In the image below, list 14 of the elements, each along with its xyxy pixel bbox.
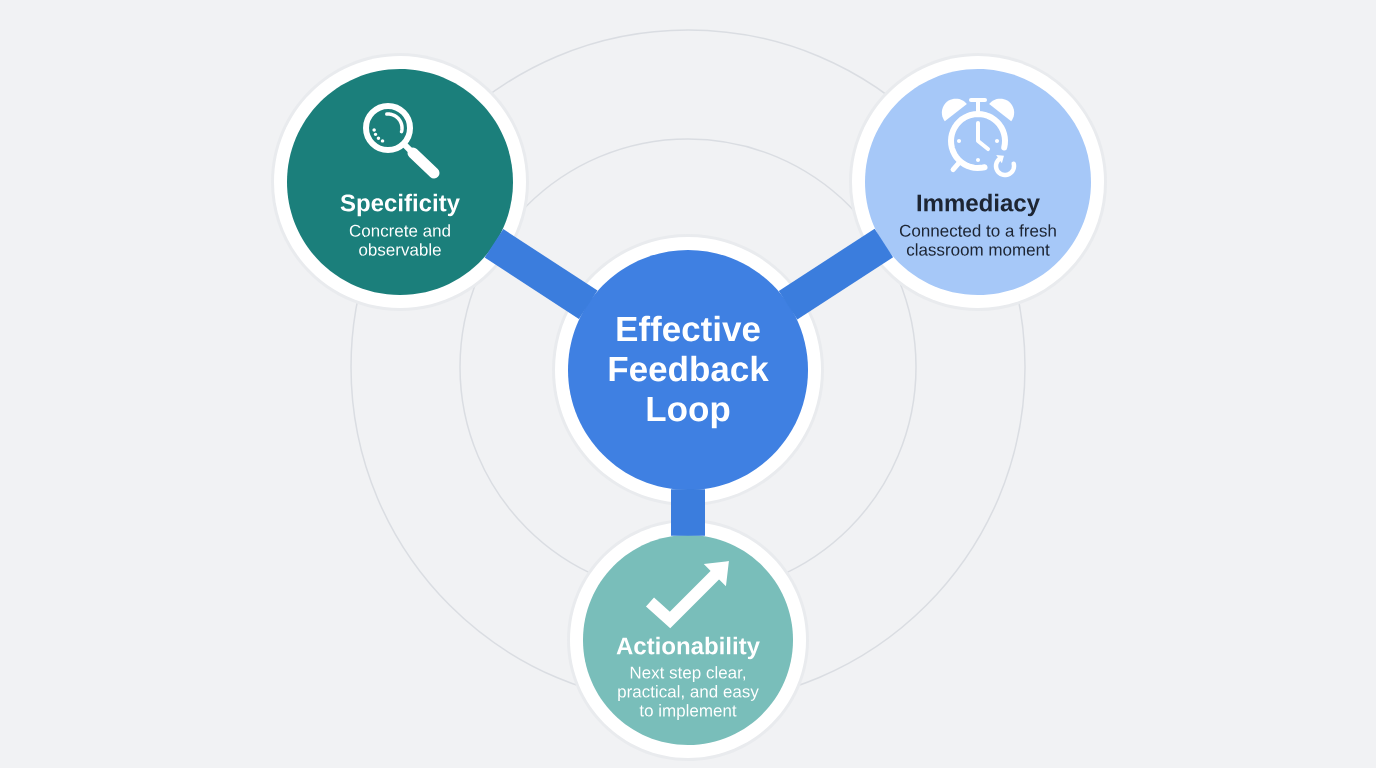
node-description: Connected to a fresh classroom moment bbox=[900, 224, 1056, 256]
node-description: Next step clear, practical, and easy to implement bbox=[618, 666, 759, 720]
circle-node bbox=[567, 519, 809, 761]
node-title: Immediacy bbox=[917, 193, 1040, 217]
connector bbox=[671, 489, 705, 536]
connector bbox=[484, 229, 598, 320]
connector bbox=[778, 228, 894, 320]
node-description: Concrete and observable bbox=[349, 224, 450, 256]
node-title: Actionability bbox=[616, 636, 760, 660]
circle-node bbox=[849, 53, 1107, 311]
node-title: Specificity bbox=[340, 193, 460, 217]
node-title: Effective Feedback Loop bbox=[609, 315, 769, 429]
circle-node bbox=[552, 234, 824, 506]
circle-node bbox=[271, 53, 529, 311]
